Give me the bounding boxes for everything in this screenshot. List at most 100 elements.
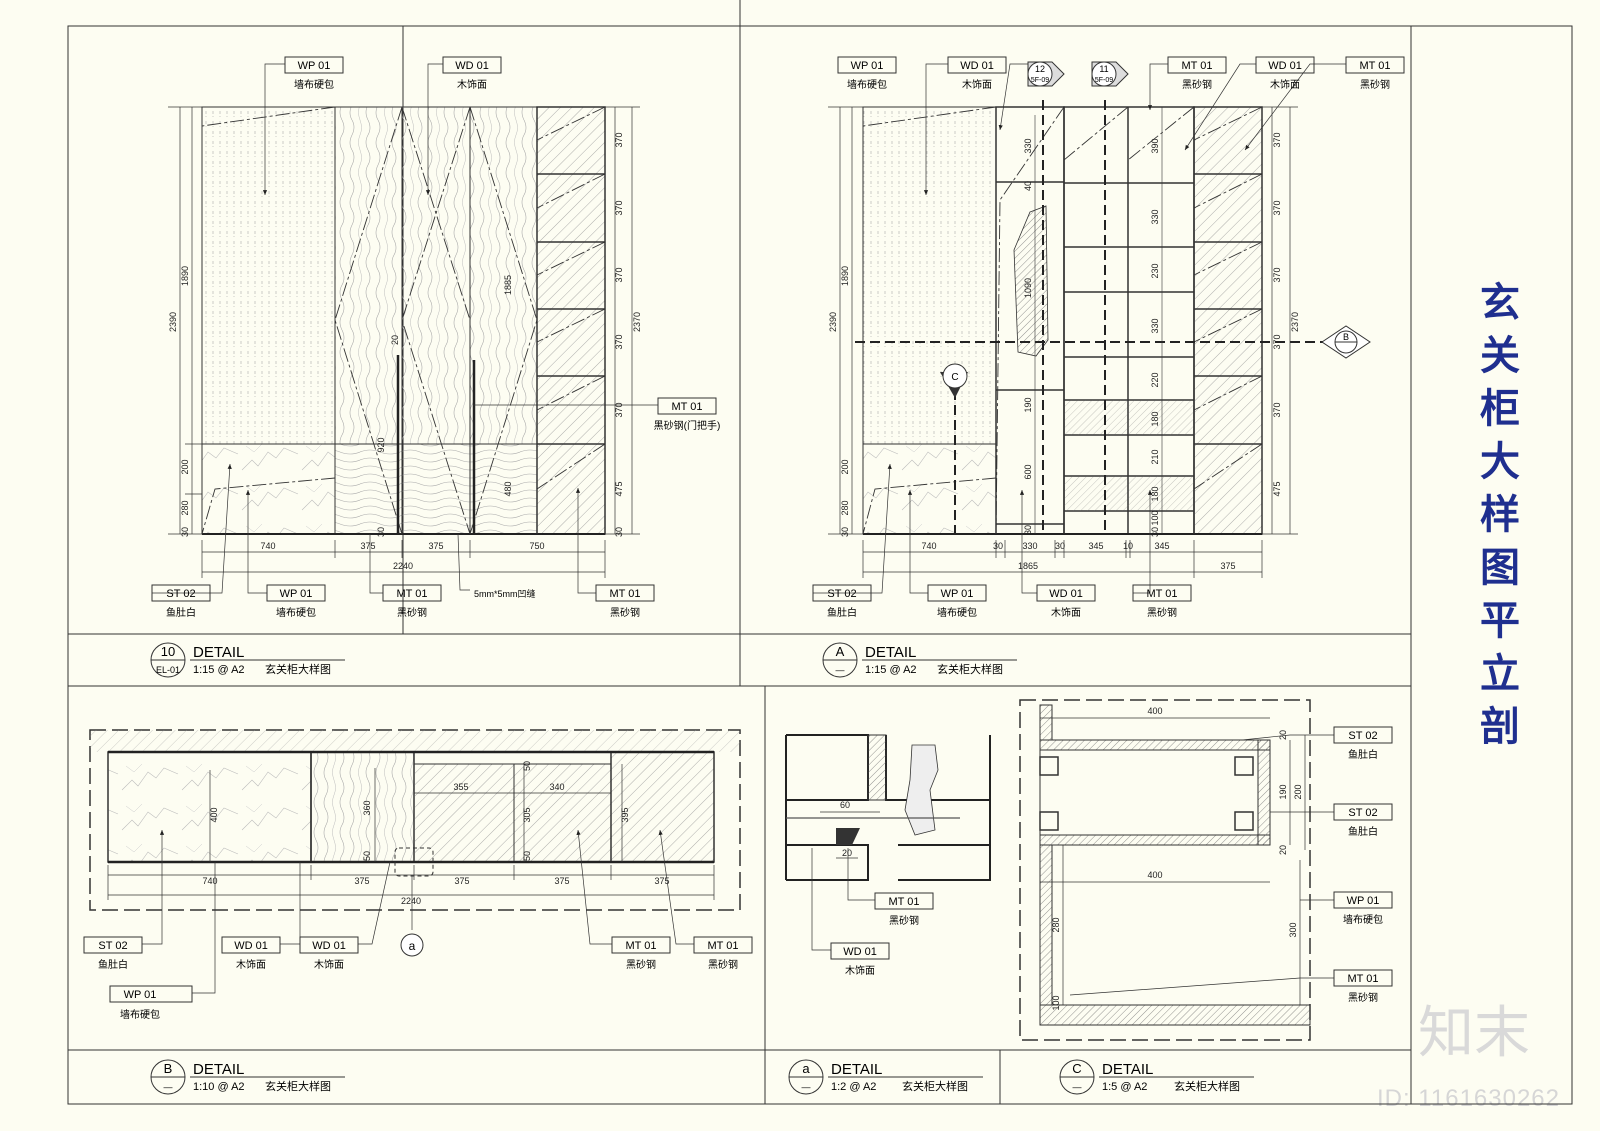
svg-text:400: 400 [209,807,219,822]
svg-text:480: 480 [503,481,513,496]
title-detail-10: 10 EL-01 DETAIL 1:15 @ A2 玄关柜大样图 [150,642,345,678]
dC-tag-wp01: WP 01 墙布硬包 [1333,891,1393,926]
svg-text:370: 370 [1272,132,1282,147]
svg-text:木饰面: 木饰面 [314,958,344,971]
svg-text:330: 330 [1150,209,1160,224]
svg-text:2370: 2370 [1290,312,1300,332]
dB-tag-wd01-b: WD 01 木饰面 [299,936,359,971]
svg-text:10: 10 [1123,541,1133,551]
svg-text:DETAIL: DETAIL [1102,1061,1153,1078]
svg-text:WD 01: WD 01 [455,60,489,72]
svg-text:MT 01: MT 01 [626,940,657,952]
svg-text:400: 400 [1147,870,1162,880]
svg-text:30: 30 [614,527,624,537]
svg-text:375: 375 [454,876,469,886]
svg-text:375: 375 [654,876,669,886]
svg-text:—: — [1073,1082,1082,1092]
svg-text:50: 50 [522,851,532,861]
dA-tag-wd01-b: WD 01 木饰面 [1255,56,1315,91]
svg-text:10: 10 [161,644,175,659]
svg-text:玄关柜大样图: 玄关柜大样图 [937,662,1003,676]
svg-text:375: 375 [360,541,375,551]
dA-tag-wp01-b: WP 01 墙布硬包 [927,584,987,619]
svg-text:玄关柜大样图: 玄关柜大样图 [902,1079,968,1093]
dC-tag-st02: ST 02 鱼肚白 [1333,726,1393,761]
svg-text:WP 01: WP 01 [298,60,331,72]
svg-text:DETAIL: DETAIL [831,1061,882,1078]
svg-text:墙布硬包: 墙布硬包 [120,1008,160,1021]
svg-text:30: 30 [180,527,190,537]
watermark-id: ID: 1161630262 [1376,1085,1560,1112]
svg-text:剖: 剖 [1480,704,1520,750]
svg-text:黑砂钢: 黑砂钢 [708,958,738,971]
svg-text:370: 370 [614,267,624,282]
svg-text:340: 340 [549,782,564,792]
d10-tag-wp01-b: WP 01 墙布硬包 [266,584,326,619]
svg-text:木饰面: 木饰面 [1270,78,1300,91]
svg-text:MT 01: MT 01 [889,896,920,908]
svg-text:DETAIL: DETAIL [865,644,916,661]
svg-text:30: 30 [1150,527,1160,537]
svg-text:WP 01: WP 01 [1347,895,1380,907]
svg-text:345: 345 [1088,541,1103,551]
svg-text:黑砂钢(门把手): 黑砂钢(门把手) [654,419,721,432]
section-marker-11: 11 5F-09 [1091,61,1129,87]
svg-text:WP 01: WP 01 [941,588,974,600]
svg-text:EL-01: EL-01 [156,665,180,675]
detail-a-small-section: 60 20 [785,734,991,951]
detail-c-section: 400 400 190 200 280 300 100 20 20 [1019,699,1334,1041]
svg-text:1:2 @ A2: 1:2 @ A2 [831,1081,876,1093]
svg-text:MT 01: MT 01 [397,588,428,600]
sheet-title: 玄 关 柜 大 样 图 平 立 剖 [1480,280,1520,750]
svg-text:395: 395 [620,807,630,822]
svg-text:黑砂钢: 黑砂钢 [1147,606,1177,619]
svg-text:柜: 柜 [1480,386,1520,432]
svg-text:280: 280 [1051,917,1061,932]
svg-text:200: 200 [1293,784,1303,799]
svg-text:MT 01: MT 01 [1348,973,1379,985]
svg-text:370: 370 [1272,334,1282,349]
svg-text:立: 立 [1480,651,1520,697]
svg-text:330: 330 [1022,541,1037,551]
svg-text:平: 平 [1480,598,1520,644]
svg-text:黑砂钢: 黑砂钢 [1348,991,1378,1004]
svg-text:玄: 玄 [1480,280,1520,326]
svg-text:180: 180 [1150,411,1160,426]
dB-tag-wd01: WD 01 木饰面 [221,936,281,971]
svg-text:ST 02: ST 02 [1348,807,1377,819]
svg-text:345: 345 [1154,541,1169,551]
svg-text:WD 01: WD 01 [234,940,268,952]
svg-text:—: — [802,1082,811,1092]
svg-text:木饰面: 木饰面 [1051,606,1081,619]
title-detail-a: A — DETAIL 1:15 @ A2 玄关柜大样图 [822,642,1017,678]
svg-text:740: 740 [202,876,217,886]
svg-text:600: 600 [1023,464,1033,479]
svg-text:100: 100 [1051,995,1061,1010]
svg-text:390: 390 [1150,138,1160,153]
svg-text:木饰面: 木饰面 [457,78,487,91]
svg-text:370: 370 [1272,267,1282,282]
svg-text:WP 01: WP 01 [280,588,313,600]
svg-text:MT 01: MT 01 [1360,60,1391,72]
svg-text:375: 375 [554,876,569,886]
d10-tag-wd01: WD 01 木饰面 [442,56,502,91]
dB-callout-a: a [400,933,424,957]
svg-text:图: 图 [1480,545,1520,591]
svg-text:WP 01: WP 01 [124,989,157,1001]
svg-text:ST 02: ST 02 [98,940,127,952]
svg-text:鱼肚白: 鱼肚白 [98,958,128,971]
svg-text:400: 400 [1147,706,1162,716]
svg-text:C: C [1072,1061,1081,1076]
svg-text:玄关柜大样图: 玄关柜大样图 [265,662,331,676]
svg-text:黑砂钢: 黑砂钢 [397,606,427,619]
svg-text:200: 200 [180,459,190,474]
svg-text:330: 330 [1023,138,1033,153]
svg-text:305: 305 [522,807,532,822]
svg-text:12: 12 [1035,64,1045,74]
dC-tag-mt01: MT 01 黑砂钢 [1333,969,1393,1004]
d10-groove-note: 5mm*5mm凹缝 [474,588,536,599]
svg-text:50: 50 [522,761,532,771]
svg-text:WD 01: WD 01 [843,946,877,958]
svg-text:WD 01: WD 01 [1268,60,1302,72]
